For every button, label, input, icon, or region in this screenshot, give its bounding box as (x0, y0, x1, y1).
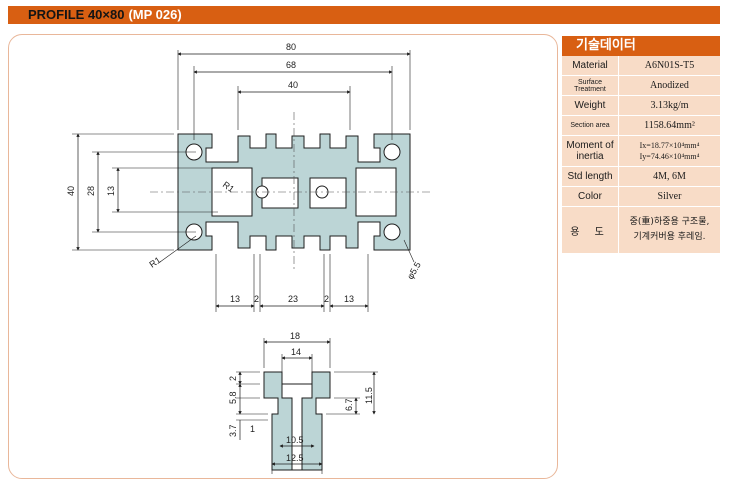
spec-row-usage: 용 도 중(重)하중용 구조물, 기계커버용 후레임. (562, 206, 720, 254)
dim-width-80: 80 (286, 42, 296, 52)
dim-width-68: 68 (286, 60, 296, 70)
spec-key: Surface Treatment (562, 75, 619, 96)
spec-value-line: 중(重)하중용 구조물, (629, 217, 710, 227)
spec-value: Silver (618, 186, 720, 207)
dim-bottom-2-left: 2 (254, 294, 259, 304)
radius-label-outer: R1 (147, 255, 162, 270)
spec-key: Section area (562, 115, 619, 136)
spec-panel: 기술데이터 Material A6N01S-T5 Surface Treatme… (562, 36, 720, 254)
spec-row-material: Material A6N01S-T5 (562, 56, 720, 76)
dimension-lines (76, 52, 411, 308)
spec-value: Anodized (618, 75, 720, 96)
spec-row-surface: Surface Treatment Anodized (562, 75, 720, 96)
dim-height-28: 28 (86, 186, 96, 196)
slot-opening (281, 383, 313, 471)
profile-code: (MP 026) (128, 7, 182, 22)
center-lines (150, 112, 432, 270)
spec-row-inertia: Moment of inertia Ix=18.77×10⁴mm⁴ Iy=74.… (562, 135, 720, 167)
spec-heading: 기술데이터 (562, 36, 720, 56)
spec-value: 3.13kg/m (618, 95, 720, 116)
dim-bottom-2-right: 2 (324, 294, 329, 304)
spec-value-line: Iy=74.46×10⁴mm⁴ (639, 152, 700, 161)
spec-table: Material A6N01S-T5 Surface Treatment Ano… (562, 56, 720, 254)
slot-dim-18: 18 (290, 331, 300, 341)
slot-dim-3-7: 3.7 (228, 424, 238, 437)
slot-dim-11-5: 11.5 (364, 387, 374, 404)
spec-row-weight: Weight 3.13kg/m (562, 95, 720, 116)
spec-key: 용 도 (562, 206, 619, 254)
dim-height-40: 40 (66, 186, 76, 196)
spec-value: 중(重)하중용 구조물, 기계커버용 후레임. (618, 206, 720, 254)
spec-key: Moment of inertia (562, 135, 619, 167)
spec-value-line: 기계커버용 후레임. (633, 232, 706, 242)
core-hole-bottom-right (383, 223, 401, 241)
slot-dim-14: 14 (291, 347, 301, 357)
spec-value: Ix=18.77×10⁴mm⁴ Iy=74.46×10⁴mm⁴ (618, 135, 720, 167)
slot-dim-2: 2 (228, 376, 238, 381)
slot-dim-12-5: 12.5 (286, 453, 304, 463)
spec-value-line: Ix=18.77×10⁴mm⁴ (639, 141, 700, 150)
technical-drawing: 80 68 40 40 28 13 13 2 23 2 13 R1 R1 φ5.… (66, 42, 432, 474)
dim-bottom-13-right: 13 (344, 294, 354, 304)
slot-dim-5-8: 5.8 (228, 391, 238, 404)
spec-key: Color (562, 186, 619, 207)
spec-row-color: Color Silver (562, 186, 720, 207)
spec-value: 1158.64mm² (618, 115, 720, 136)
spec-key: Std length (562, 166, 619, 187)
spec-key: Material (562, 56, 619, 76)
hole-diameter-label: φ5.5 (405, 260, 423, 281)
slot-dim-6-7: 6.7 (344, 398, 354, 411)
dim-bottom-13-left: 13 (230, 294, 240, 304)
slot-dim-1: 1 (250, 424, 255, 434)
profile-title: PROFILE 40×80(MP 026) (28, 6, 182, 24)
extension-lines (72, 50, 415, 312)
dim-width-40: 40 (288, 80, 298, 90)
spec-value: 4M, 6M (618, 166, 720, 187)
title-bar: PROFILE 40×80(MP 026) (8, 6, 720, 24)
spec-value: A6N01S-T5 (618, 56, 720, 76)
profile-name: PROFILE 40×80 (28, 7, 125, 22)
dim-bottom-23: 23 (288, 294, 298, 304)
spec-key: Weight (562, 95, 619, 116)
spec-row-section: Section area 1158.64mm² (562, 115, 720, 136)
slot-dimension-lines (238, 340, 376, 466)
core-hole-top-right (383, 143, 401, 161)
spec-row-length: Std length 4M, 6M (562, 166, 720, 187)
slot-dim-10-5: 10.5 (286, 435, 304, 445)
dim-height-13: 13 (106, 186, 116, 196)
